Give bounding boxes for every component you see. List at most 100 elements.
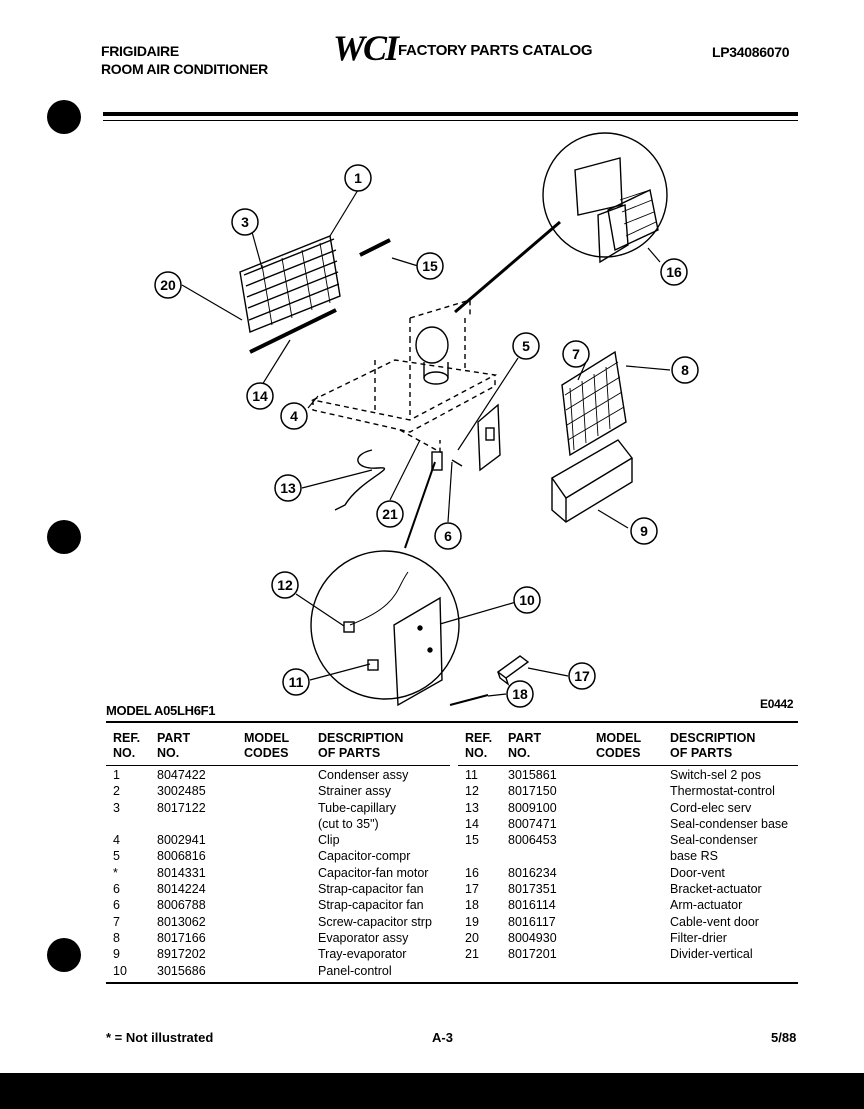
header-rule-thin xyxy=(103,120,798,121)
bracket-actuator xyxy=(496,655,530,686)
cell-ref: 8 xyxy=(113,930,120,945)
callout-label-11: 11 xyxy=(289,674,304,690)
cell-part: 8016234 xyxy=(508,865,557,880)
cell-ref: 11 xyxy=(465,768,478,782)
table-row: base RS xyxy=(465,848,800,864)
table-row: (cut to 35") xyxy=(113,816,458,832)
cell-model xyxy=(596,881,670,897)
callout-14 xyxy=(246,382,274,410)
callout-1 xyxy=(344,164,372,192)
callout-label-4: 4 xyxy=(290,408,298,424)
vent-door xyxy=(574,157,659,264)
cell-model xyxy=(596,914,670,930)
evaporator-assy xyxy=(561,350,627,457)
seal-condenser xyxy=(359,238,391,257)
cell-part xyxy=(157,816,244,832)
cell-part: 8016114 xyxy=(508,898,556,913)
callout-label-12: 12 xyxy=(277,577,293,593)
cell-desc: Arm-actuator xyxy=(670,898,743,913)
callout-label-8: 8 xyxy=(681,362,689,378)
cell-desc: base RS xyxy=(670,849,718,864)
callout-5 xyxy=(512,332,540,360)
cell-desc: Filter-drier xyxy=(670,930,727,945)
cell-desc: Switch-sel 2 pos xyxy=(670,768,762,782)
cell-ref: 21 xyxy=(465,947,479,962)
col-part-right: PART NO. xyxy=(508,731,542,760)
cell-ref: 7 xyxy=(113,914,120,929)
callout-16 xyxy=(660,258,688,286)
left-header-rule xyxy=(106,765,450,766)
cell-part: 8007471 xyxy=(508,816,557,831)
cell-ref: 14 xyxy=(465,816,479,831)
page-number: A-3 xyxy=(432,1030,453,1045)
cell-part xyxy=(508,848,596,864)
cell-model xyxy=(244,914,318,930)
cell-model xyxy=(244,897,318,913)
cell-model xyxy=(244,930,318,946)
catalog-title: FACTORY PARTS CATALOG xyxy=(398,42,593,59)
cell-ref: 12 xyxy=(465,784,479,799)
cell-ref: 5 xyxy=(113,849,120,864)
col-desc-right: DESCRIPTION OF PARTS xyxy=(670,731,756,760)
callout-label-7: 7 xyxy=(572,346,580,362)
cell-part: 8047422 xyxy=(157,768,206,782)
col-part-left: PART NO. xyxy=(157,731,191,760)
cell-desc: Screw-capacitor strp xyxy=(318,914,432,929)
cell-desc: Thermostat-control xyxy=(670,784,775,799)
cell-part: 8013062 xyxy=(157,914,206,929)
callout-4 xyxy=(280,402,308,430)
fan-motor xyxy=(415,326,449,385)
cell-ref: 9 xyxy=(113,947,120,962)
cell-model xyxy=(596,832,670,848)
cell-model xyxy=(244,848,318,864)
scan-bottom-edge xyxy=(0,1073,864,1109)
cell-desc: Capacitor-compr xyxy=(318,849,411,864)
cell-part: 8014224 xyxy=(157,882,206,897)
cell-model xyxy=(596,783,670,799)
cell-desc: Evaporator assy xyxy=(318,930,409,945)
table-row: 18 8016114 Arm-actuator xyxy=(465,897,800,913)
detail-circle-vent-door xyxy=(542,132,668,258)
callout-17 xyxy=(568,662,596,690)
cell-model xyxy=(596,767,670,783)
callout-label-6: 6 xyxy=(444,528,452,544)
callout-6 xyxy=(434,522,462,550)
cell-ref: 4 xyxy=(113,833,120,848)
callout-12 xyxy=(271,571,299,599)
binder-hole-bottom xyxy=(47,938,81,972)
cell-part: 8014331 xyxy=(157,865,206,880)
callout-10 xyxy=(513,586,541,614)
callout-label-9: 9 xyxy=(640,523,648,539)
cell-ref: 15 xyxy=(465,833,479,848)
cell-model xyxy=(596,800,670,816)
cell-part: 8006453 xyxy=(508,833,557,848)
cell-ref: 18 xyxy=(465,898,479,913)
tray-evaporator xyxy=(550,439,634,523)
cell-desc: Divider-vertical xyxy=(670,947,753,962)
callout-18 xyxy=(506,680,534,708)
cell-ref: 19 xyxy=(465,914,479,929)
right-header-rule xyxy=(458,765,798,766)
detail-circle-control xyxy=(310,550,460,700)
cell-part: 3002485 xyxy=(157,784,206,799)
cell-desc: Panel-control xyxy=(318,963,392,978)
cell-part: 8917202 xyxy=(157,947,206,962)
callout-label-15: 15 xyxy=(422,258,438,274)
col-ref-right: REF. NO. xyxy=(465,731,493,760)
cell-model xyxy=(596,946,670,962)
col-desc-left: DESCRIPTION OF PARTS xyxy=(318,731,404,760)
callout-label-1: 1 xyxy=(354,170,362,186)
cell-desc: Cable-vent door xyxy=(670,914,759,929)
cell-ref: 10 xyxy=(113,963,127,978)
callout-label-5: 5 xyxy=(522,338,530,354)
cell-part: 8009100 xyxy=(508,800,557,815)
cell-part: 8017351 xyxy=(508,882,557,897)
